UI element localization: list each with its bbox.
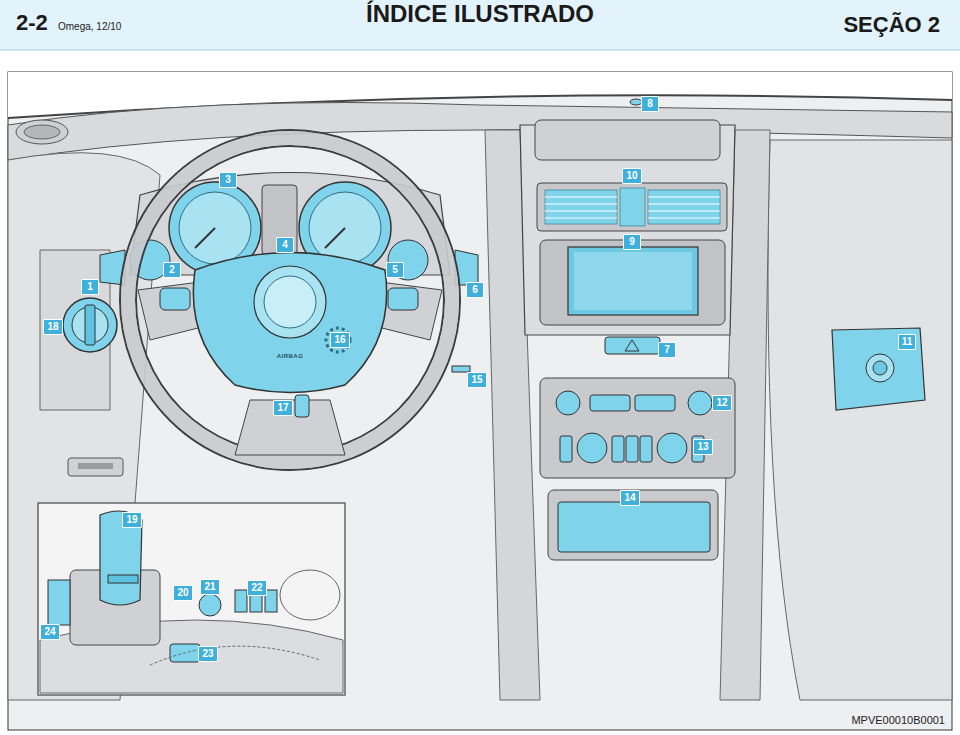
header-band bbox=[0, 0, 960, 50]
callout-number: 9 bbox=[623, 234, 641, 250]
callout-number: 23 bbox=[198, 646, 217, 662]
airbag-marking: AIRBAG bbox=[277, 353, 304, 359]
callout-number: 17 bbox=[273, 400, 292, 416]
callout-number: 24 bbox=[40, 624, 59, 640]
callout-number: 19 bbox=[122, 512, 141, 528]
edition-note: Omega, 12/10 bbox=[58, 22, 121, 32]
section-label: SEÇÃO 2 bbox=[843, 14, 940, 36]
callout-number: 10 bbox=[622, 168, 641, 184]
page-title: ÍNDICE ILUSTRADO bbox=[366, 2, 594, 26]
callout-number: 5 bbox=[386, 262, 404, 278]
callout-number: 16 bbox=[330, 332, 349, 348]
callout-number: 2 bbox=[163, 262, 181, 278]
callout-number: 21 bbox=[200, 579, 219, 595]
callout-number: 11 bbox=[898, 334, 917, 350]
inset-panel bbox=[38, 503, 345, 695]
illustration-frame bbox=[8, 72, 952, 730]
page-number: 2-2 bbox=[16, 12, 48, 34]
callout-number: 4 bbox=[276, 237, 294, 253]
callout-number: 14 bbox=[620, 490, 639, 506]
callout-number: 15 bbox=[467, 372, 486, 388]
callout-number: 8 bbox=[641, 96, 659, 112]
callout-number: 12 bbox=[712, 395, 731, 411]
callout-number: 13 bbox=[693, 439, 712, 455]
callout-number: 6 bbox=[466, 282, 484, 298]
callout-number: 22 bbox=[247, 580, 266, 596]
callout-number: 1 bbox=[81, 279, 99, 295]
callout-number: 7 bbox=[658, 342, 676, 358]
callout-number: 20 bbox=[173, 585, 192, 601]
callout-number: 3 bbox=[219, 172, 237, 188]
callout-number: 18 bbox=[43, 319, 62, 335]
figure-code: MPVE00010B0001 bbox=[851, 715, 945, 726]
